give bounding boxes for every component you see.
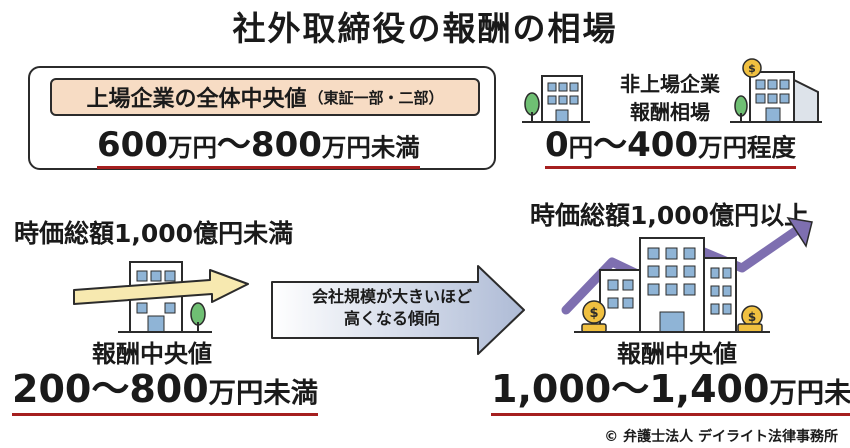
trend-text-line: 高くなる傾向 [343, 309, 440, 328]
range-unit: 万円未満 [321, 133, 420, 162]
range-value: 400 [627, 125, 699, 165]
copyright-notice: © 弁護士法人 デイライト法律事務所 [604, 429, 838, 445]
range-unit: 万円未満 [769, 378, 850, 409]
range-value: 1,400 [649, 367, 770, 411]
unlisted-company-title: 非上場企業 報酬相場 [590, 70, 750, 126]
small-company-heading: 時価総額1,000億円未満 [14, 219, 294, 248]
coin-icon: $ [581, 300, 607, 333]
building-icon [541, 75, 583, 123]
small-company-range: 200〜800万円未満 [12, 367, 319, 416]
trend-arrow-text: 会社規模が大きいほど 高くなる傾向 [292, 286, 492, 330]
range-tilde: 〜 [593, 125, 628, 165]
unlisted-title-line: 非上場企業 [620, 72, 720, 96]
tree-icon [524, 92, 540, 122]
range-unit: 万円未満 [208, 378, 319, 409]
page-title: 社外取締役の報酬の相場 [232, 9, 618, 48]
range-tilde: 〜 [611, 367, 650, 411]
listed-label-text: 上場企業の全体中央値 [86, 87, 307, 112]
rising-arrow-icon [73, 269, 249, 305]
building-icon [599, 237, 737, 333]
trend-text-line: 会社規模が大きいほど [311, 287, 472, 306]
tree-icon [190, 302, 206, 332]
large-company-range: 1,000〜1,400万円未満 [491, 367, 850, 416]
large-company-heading: 時価総額1,000億円以上 [530, 201, 810, 230]
range-unit: 円 [568, 133, 594, 162]
range-unit: 万円 [167, 133, 217, 162]
listed-company-label: 上場企業の全体中央値（東証一部・二部） [50, 78, 480, 116]
coin-icon: $ [737, 305, 763, 333]
building-icon [129, 261, 183, 333]
range-value: 1,000 [491, 367, 612, 411]
svg-text:$: $ [748, 310, 756, 324]
unlisted-range: 0円〜400万円程度 [545, 125, 796, 170]
range-value: 800 [250, 125, 322, 165]
range-value: 600 [97, 125, 168, 165]
range-value: 0 [545, 125, 569, 165]
range-value: 800 [129, 367, 209, 411]
svg-text:$: $ [589, 306, 598, 321]
range-tilde: 〜 [91, 367, 130, 411]
unlisted-title-line: 報酬相場 [630, 100, 710, 124]
range-tilde: 〜 [216, 125, 251, 165]
listed-label-note: （東証一部・二部） [308, 88, 444, 107]
small-company-median-label: 報酬中央値 [92, 340, 212, 368]
range-unit: 万円程度 [698, 133, 796, 162]
range-value: 200 [12, 367, 92, 411]
large-company-median-label: 報酬中央値 [617, 340, 737, 368]
building-icon [749, 71, 819, 123]
listed-median-range: 600万円〜800万円未満 [97, 125, 420, 170]
